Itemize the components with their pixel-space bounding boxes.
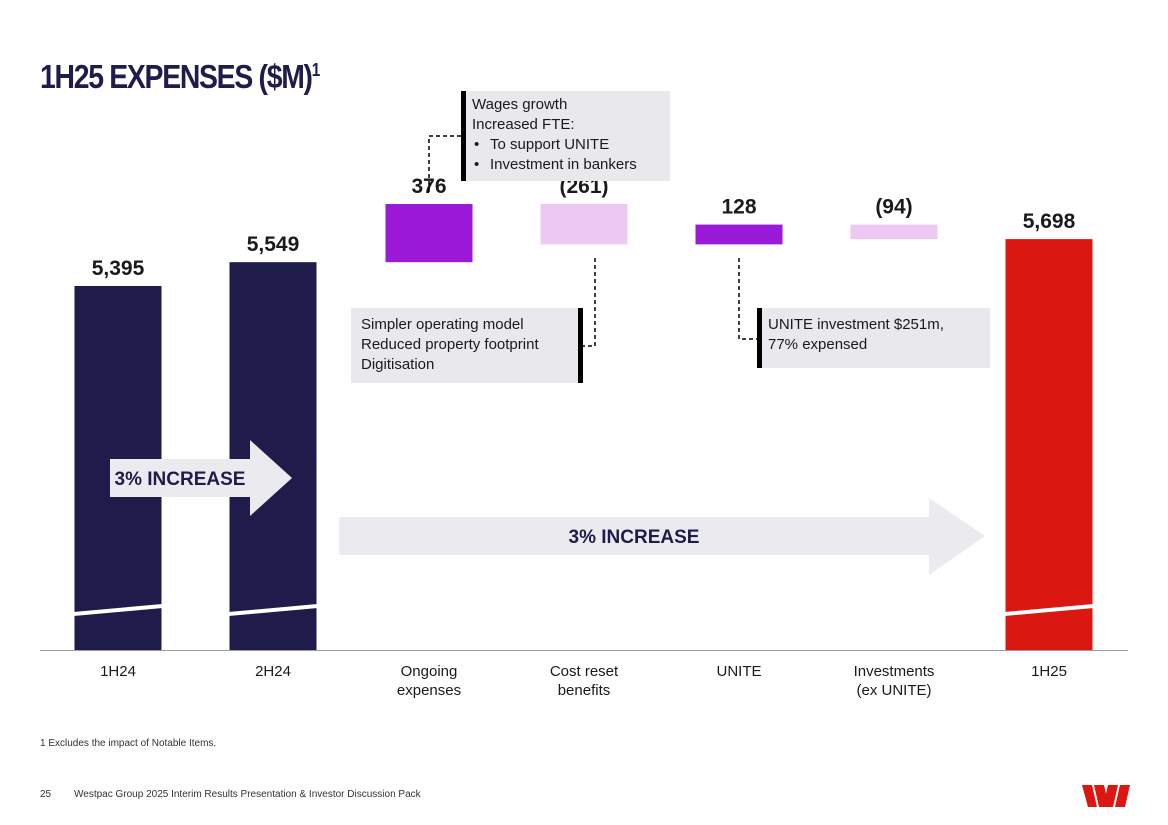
data-label: 5,395 [92, 257, 145, 280]
data-label: 5,698 [1023, 210, 1076, 233]
increase-arrow [110, 440, 292, 516]
note-accent-bar [578, 308, 583, 383]
page-number: 25 [40, 789, 52, 800]
footer: 25 Westpac Group 2025 Interim Results Pre… [40, 789, 421, 800]
category-label: benefits [558, 682, 611, 699]
wages-growth-note: Wages growth Increased FTE: To support U… [461, 91, 670, 181]
arrow-label: 3% INCREASE [115, 469, 246, 490]
note-bullet: Investment in bankers [472, 155, 662, 175]
axis-break-mark [1004, 604, 1094, 616]
bar-3 [540, 204, 628, 245]
westpac-logo-icon [1082, 785, 1130, 807]
footnote: 1 Excludes the impact of Notable Items. [40, 738, 217, 749]
connector-unite [738, 258, 757, 340]
category-label: (ex UNITE) [857, 682, 932, 699]
bar-2 [385, 204, 473, 263]
axis-break-mark [228, 604, 318, 616]
data-label: 128 [721, 196, 756, 219]
bar-6 [1005, 239, 1093, 650]
note-bullet: To support UNITE [472, 135, 662, 155]
note-accent-bar [757, 308, 762, 368]
axis-break-mark [73, 604, 163, 616]
footer-text: Westpac Group 2025 Interim Results Prese… [74, 789, 421, 800]
category-label: 1H24 [100, 663, 136, 680]
category-label: Cost reset [550, 663, 619, 680]
bar-1 [229, 262, 317, 650]
category-label: Ongoing [401, 663, 458, 680]
connector-cost-reset [583, 258, 596, 347]
unite-investment-note: UNITE investment $251m, 77% expensed [757, 308, 990, 368]
data-label: (94) [875, 196, 912, 219]
data-label: 376 [411, 175, 446, 198]
note-line: UNITE investment $251m, [768, 316, 944, 333]
category-label: Investments [854, 663, 935, 680]
bar-4 [695, 224, 783, 245]
data-label: 5,549 [247, 233, 300, 256]
category-label: expenses [397, 682, 461, 699]
increase-arrow [339, 498, 985, 575]
category-label: 2H24 [255, 663, 291, 680]
bar-5 [850, 224, 938, 240]
cost-reset-note: Simpler operating model Reduced property… [351, 308, 583, 383]
note-line: Digitisation [361, 356, 435, 373]
page-title: 1H25 EXPENSES ($M)1 [40, 58, 321, 95]
note-line: Reduced property footprint [361, 336, 539, 353]
category-label: 1H25 [1031, 663, 1067, 680]
note-accent-bar [461, 91, 466, 181]
connector-wages [428, 135, 461, 192]
category-label: UNITE [717, 663, 762, 680]
note-line: 77% expensed [768, 336, 868, 353]
note-line: Increased FTE: [472, 116, 575, 133]
note-line: Wages growth [472, 96, 568, 113]
arrow-label: 3% INCREASE [569, 527, 700, 548]
note-line: Simpler operating model [361, 316, 524, 333]
